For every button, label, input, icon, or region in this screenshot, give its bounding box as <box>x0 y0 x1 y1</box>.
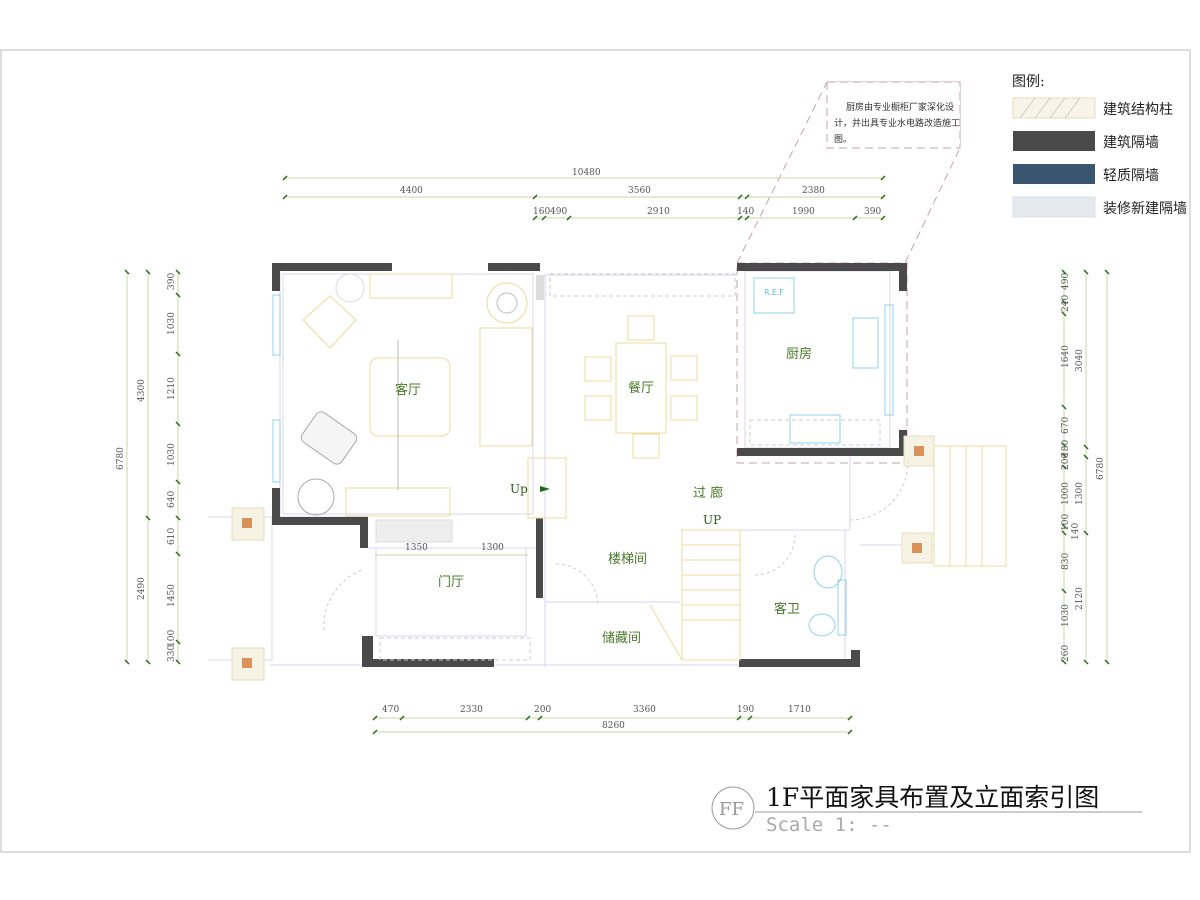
dim-label: 640 <box>167 491 177 508</box>
drawing-scale: Scale 1: -- <box>766 814 892 836</box>
dim-label: 180 <box>1061 440 1071 457</box>
dim-label: 2120 <box>1075 587 1085 610</box>
dim-label: 140 <box>737 207 754 217</box>
dim-label: 470 <box>382 705 399 715</box>
legend-label: 轻质隔墙 <box>1103 168 1159 184</box>
fridge-label: R.E.F <box>764 288 784 297</box>
right-dimensions: 490 240 1640 670 180 200 1000 100 140 83… <box>1061 269 1110 665</box>
note-line: 计，并出具专业水电路改造施工 <box>834 117 960 129</box>
title-block: FF 1F平面家具布置及立面索引图 Scale 1: -- <box>711 783 1142 836</box>
room-label-corridor: 过 廊 <box>693 485 723 501</box>
sheet-frame <box>0 49 1191 853</box>
legend-swatch-column <box>1012 97 1096 119</box>
dim-label: 240 <box>1061 295 1071 312</box>
dim-label: 390 <box>864 207 881 217</box>
top-dimensions: 10480 4400 3560 2380 160 490 2910 140 19… <box>282 168 886 221</box>
room-label-kitchen: 厨房 <box>786 346 812 362</box>
room-labels: 客厅 餐厅 厨房 过 廊 楼梯间 储藏间 门厅 客卫 Up UP R.E.F <box>395 288 812 646</box>
structural-columns <box>231 275 935 681</box>
furniture <box>297 273 909 661</box>
dim-label: 2330 <box>460 705 483 715</box>
dim-label: 670 <box>1061 417 1071 434</box>
dim-label: 260 <box>1061 645 1071 662</box>
dim-label: 1030 <box>1061 604 1071 627</box>
dim-label: 2490 <box>137 577 147 600</box>
legend-swatch-light-wall <box>1013 164 1095 184</box>
title-badge-text: FF <box>719 799 744 820</box>
room-label-foyer: 门厅 <box>438 575 464 590</box>
legend-title: 图例: <box>1012 74 1045 90</box>
title-badge <box>711 786 755 830</box>
legend-label: 装修新建隔墙 <box>1103 201 1187 217</box>
kitchen-note: 厨房由专业橱柜厂家深化设 计，并出具专业水电路改造施工 图。 <box>736 81 961 464</box>
dim-label: 6780 <box>1096 457 1106 480</box>
dim-label: 1640 <box>1061 345 1071 368</box>
room-label-stair: 楼梯间 <box>608 552 647 567</box>
legend-label: 建筑隔墙 <box>1103 135 1159 151</box>
dim-label: 4400 <box>400 186 423 196</box>
dim-label: 1350 <box>405 543 428 553</box>
dim-label: 1030 <box>167 443 177 466</box>
dim-label: 3040 <box>1075 349 1085 372</box>
foyer-dimensions: 1350 1300 <box>375 543 528 556</box>
dim-label: 1710 <box>788 705 811 715</box>
structural-walls <box>272 263 907 667</box>
dim-label: 1210 <box>167 377 177 400</box>
dim-label: 830 <box>1061 553 1071 570</box>
dim-label: 10480 <box>572 168 601 178</box>
legend: 图例: 建筑结构柱 建筑隔墙 轻质隔墙 装修新建隔墙 <box>1012 74 1187 218</box>
interior-lines <box>208 270 935 667</box>
legend-swatch-new-wall <box>1012 196 1096 218</box>
dim-label: 190 <box>737 705 754 715</box>
dim-label: 490 <box>550 207 567 217</box>
bottom-dimensions: 470 2330 200 3360 190 1710 8260 <box>372 705 853 735</box>
note-line: 图。 <box>834 134 852 145</box>
windows <box>272 294 894 636</box>
dim-label: 6780 <box>116 447 126 470</box>
dim-label: 1300 <box>1075 482 1085 505</box>
dim-label: 200 <box>534 705 551 715</box>
drawing-title: 1F平面家具布置及立面索引图 <box>766 783 1099 812</box>
dim-label: 1030 <box>167 312 177 335</box>
legend-label: 建筑结构柱 <box>1103 102 1173 118</box>
dim-label: 3360 <box>633 705 656 715</box>
room-label-living: 客厅 <box>395 382 421 398</box>
dim-label: 1000 <box>1061 482 1071 505</box>
dim-label: 160 <box>533 207 550 217</box>
room-label-dining: 餐厅 <box>628 380 654 396</box>
left-dimensions: 6780 4300 2490 390 1030 1210 1030 640 61… <box>116 269 181 665</box>
up-arrow-label: Up <box>510 482 528 496</box>
dim-label: 1990 <box>792 207 815 217</box>
dim-label: 1300 <box>481 543 504 553</box>
dim-label: 610 <box>167 528 177 545</box>
dim-label: 490 <box>1061 273 1071 290</box>
dim-label: 200 <box>1061 453 1071 470</box>
legend-swatch-wall <box>1013 131 1095 151</box>
dim-label: 3560 <box>628 186 651 196</box>
dim-label: 1450 <box>167 584 177 607</box>
note-line: 厨房由专业橱柜厂家深化设 <box>846 101 954 113</box>
stair-up-label: UP <box>703 513 721 527</box>
room-label-storage: 储藏间 <box>602 631 641 646</box>
dim-label: 330 <box>167 645 177 662</box>
dim-label: 390 <box>167 273 177 290</box>
dim-label: 100 <box>167 630 177 647</box>
dim-label: 100 <box>1061 514 1071 531</box>
dim-label: 8260 <box>602 721 625 731</box>
dim-label: 4300 <box>137 379 147 402</box>
room-label-guest-bath: 客卫 <box>774 601 800 617</box>
dim-label: 2380 <box>802 186 825 196</box>
dim-label: 140 <box>1071 523 1081 540</box>
dim-label: 2910 <box>647 207 670 217</box>
exterior-steps <box>933 445 1007 567</box>
